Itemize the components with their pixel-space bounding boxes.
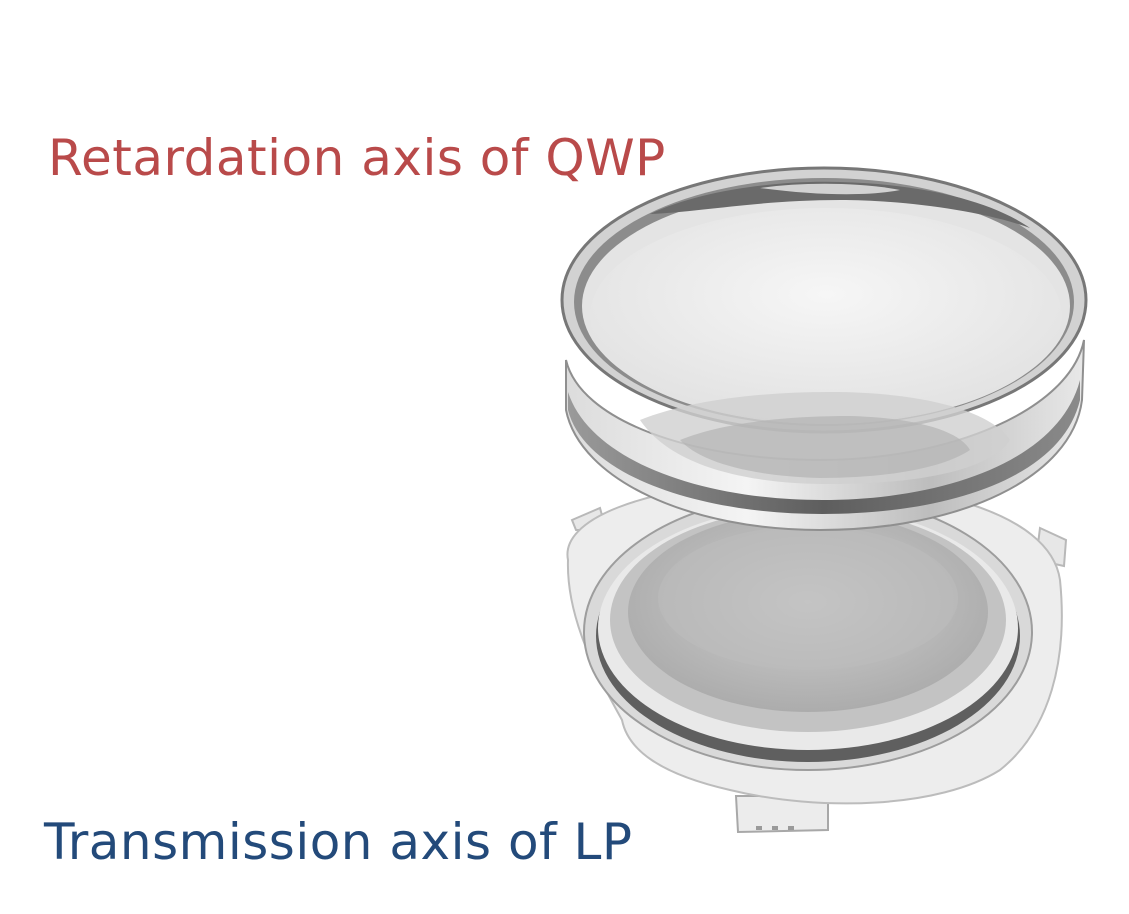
qwp-axis-label: Retardation axis of QWP: [48, 129, 666, 187]
linear-polarizer-mount: [566, 478, 1068, 834]
qwp-lens: [590, 208, 1062, 424]
lp-axis-label: Transmission axis of LP: [44, 813, 633, 871]
quarter-wave-plate-mount: [560, 166, 1088, 532]
